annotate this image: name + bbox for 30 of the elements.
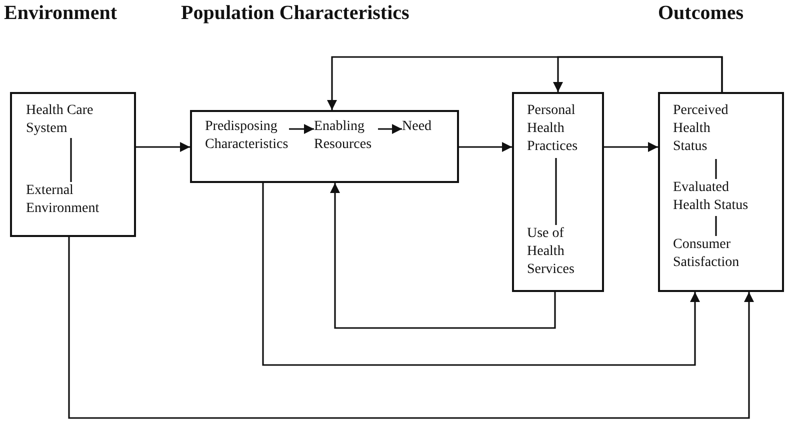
concept-label: Enabling Resources: [314, 118, 378, 154]
column-heading: Environment: [4, 2, 117, 25]
arrow: [459, 142, 512, 152]
concept-label: Need: [402, 118, 442, 136]
connector-line: [555, 158, 557, 225]
concept-label: Perceived Health Status: [673, 102, 739, 159]
column-heading: Population Characteristics: [181, 2, 410, 25]
arrow: [262, 183, 700, 366]
concept-label: Consumer Satisfaction: [673, 236, 777, 272]
column-heading: Outcomes: [658, 2, 744, 25]
concept-label: External Environment: [26, 182, 126, 218]
connector-line: [715, 216, 717, 236]
group-box: [512, 92, 604, 292]
arrow: [136, 142, 190, 152]
concept-label: Health Care System: [26, 102, 116, 138]
concept-label: Use of Health Services: [527, 225, 597, 279]
arrow: [330, 183, 556, 329]
arrow: [604, 142, 658, 152]
group-box: [190, 110, 459, 183]
connector-line: [70, 138, 72, 182]
concept-label: Personal Health Practices: [527, 102, 597, 158]
group-box: [10, 92, 136, 237]
arrow: [289, 124, 314, 134]
concept-label: Predisposing Characteristics: [205, 118, 289, 154]
group-box: [658, 92, 784, 292]
arrow: [378, 124, 402, 134]
concept-label: Evaluated Health Status: [673, 179, 765, 216]
arrow: [553, 56, 723, 92]
arrow: [68, 237, 754, 419]
connector-line: [715, 159, 717, 179]
